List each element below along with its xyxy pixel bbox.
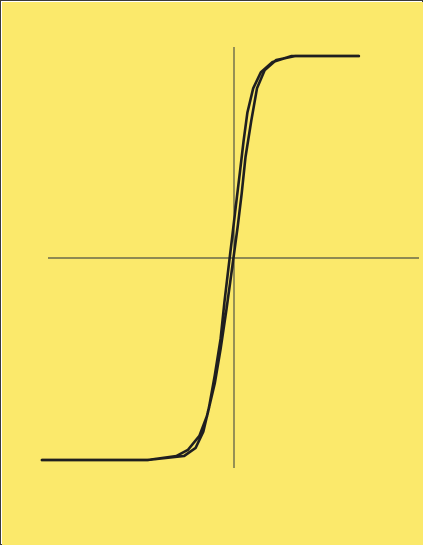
series-line-2: [40, 54, 361, 462]
series-line-1: [40, 54, 361, 462]
series-group: [40, 54, 361, 462]
